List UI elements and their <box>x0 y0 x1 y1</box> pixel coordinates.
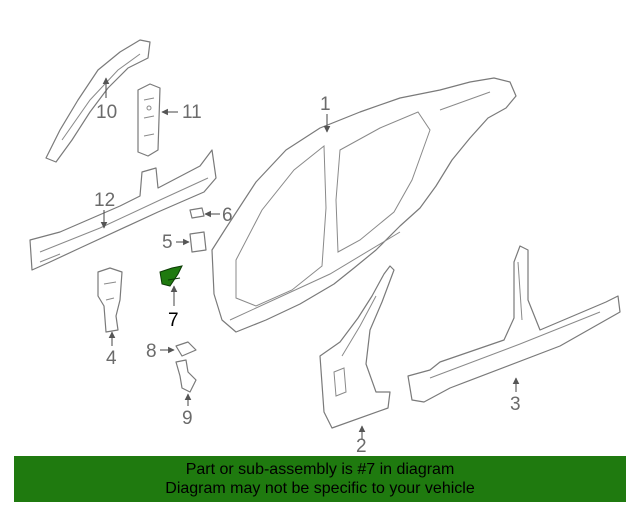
callout-4: 4 <box>106 348 117 369</box>
part-10-a-pillar-upper[interactable] <box>45 39 151 163</box>
callout-2: 2 <box>356 436 367 455</box>
callout-9: 9 <box>182 408 193 429</box>
part-11-b-pillar-reinforcement[interactable] <box>137 83 161 157</box>
part-4-bracket[interactable] <box>97 267 123 333</box>
callout-8: 8 <box>146 341 157 362</box>
callout-11: 11 <box>182 102 202 123</box>
part-7-highlighted[interactable] <box>159 265 183 287</box>
part-12-rocker-panel[interactable] <box>29 149 217 271</box>
leader-lines <box>100 77 520 440</box>
part-3-rocker-inner[interactable] <box>407 245 621 403</box>
part-8-clip[interactable] <box>175 341 197 357</box>
part-2-front-pillar-lower[interactable] <box>319 265 395 429</box>
callout-labels: 1 10 11 12 6 5 7 4 8 9 2 3 <box>94 94 521 455</box>
callout-6: 6 <box>222 205 233 226</box>
info-banner: Part or sub-assembly is #7 in diagram Di… <box>14 456 626 502</box>
parts-diagram: 1 10 11 12 6 5 7 4 8 9 2 3 <box>29 39 621 455</box>
part-1-body-side-panel[interactable] <box>211 77 517 333</box>
part-9-bracket[interactable] <box>175 359 197 393</box>
callout-5: 5 <box>162 232 173 253</box>
callout-10: 10 <box>96 102 117 123</box>
part-6-clip[interactable] <box>189 207 205 219</box>
banner-line-1: Part or sub-assembly is #7 in diagram <box>185 461 455 478</box>
callout-1: 1 <box>320 94 331 115</box>
callout-7: 7 <box>168 310 179 331</box>
callout-3: 3 <box>510 394 521 415</box>
part-5-bracket[interactable] <box>189 231 207 253</box>
banner-line-2: Diagram may not be specific to your vehi… <box>165 480 475 497</box>
callout-12: 12 <box>94 190 115 211</box>
